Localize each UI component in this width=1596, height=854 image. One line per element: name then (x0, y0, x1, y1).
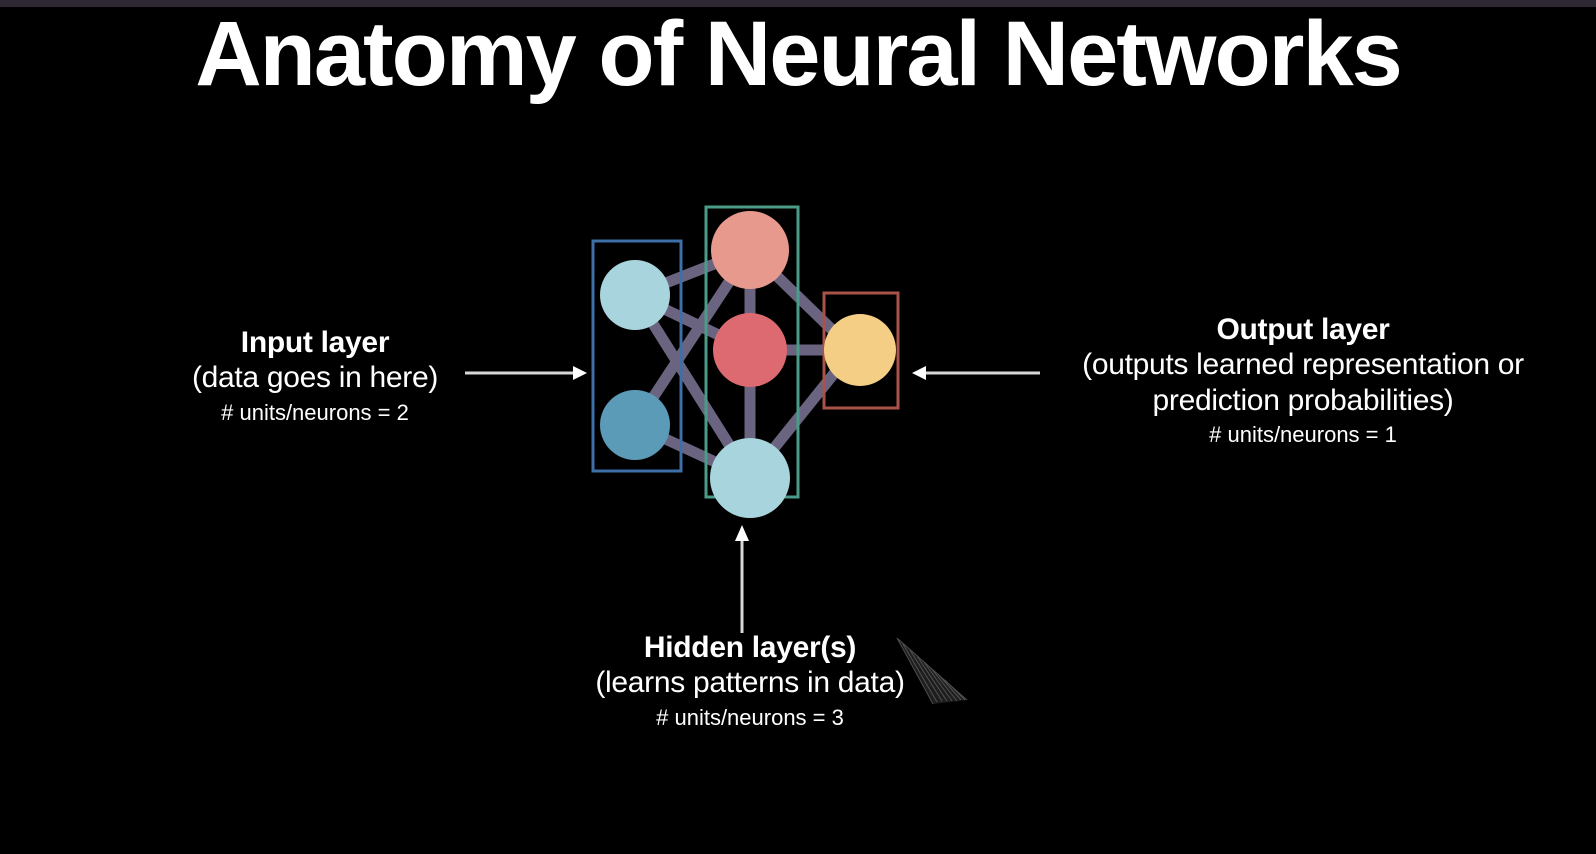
hidden-neuron-1 (711, 211, 789, 289)
output-layer-box (822, 291, 900, 410)
input-label-title: Input layer (240, 326, 390, 359)
input-label-units: # units/neurons = 2 (221, 399, 409, 425)
output-label-subtitle-line1: (outputs learned representation or (1082, 348, 1524, 382)
hidden-label-subtitle: (learns patterns in data) (595, 666, 905, 700)
input-layer-label: Input layer (data goes in here) # units/… (155, 325, 475, 429)
output-layer-label: Output layer (outputs learned representa… (1010, 312, 1596, 451)
hidden-label-title: Hidden layer(s) (643, 631, 857, 664)
output-neuron-1 (824, 314, 896, 386)
hidden-neuron-3 (710, 438, 790, 518)
page-title: Anatomy of Neural Networks (195, 3, 1403, 105)
top-strip (0, 0, 1596, 7)
hidden-layer-label: Hidden layer(s) (learns patterns in data… (520, 630, 980, 734)
cursor-artifact-icon (896, 638, 968, 705)
neural-network-diagram (591, 205, 900, 518)
input-label-subtitle: (data goes in here) (191, 361, 439, 395)
output-arrow-icon (912, 366, 1040, 380)
hidden-label-units: # units/neurons = 3 (656, 704, 844, 730)
output-label-subtitle-line2: prediction probabilities) (1152, 383, 1454, 417)
hidden-arrow-icon (735, 525, 749, 633)
input-neuron-2 (600, 390, 670, 460)
output-label-units: # units/neurons = 1 (1209, 422, 1397, 448)
input-layer-box (591, 239, 683, 473)
input-arrow-icon (465, 366, 587, 380)
output-label-title: Output layer (1216, 313, 1390, 346)
input-neuron-1 (600, 260, 670, 330)
hidden-neuron-2 (713, 313, 787, 387)
